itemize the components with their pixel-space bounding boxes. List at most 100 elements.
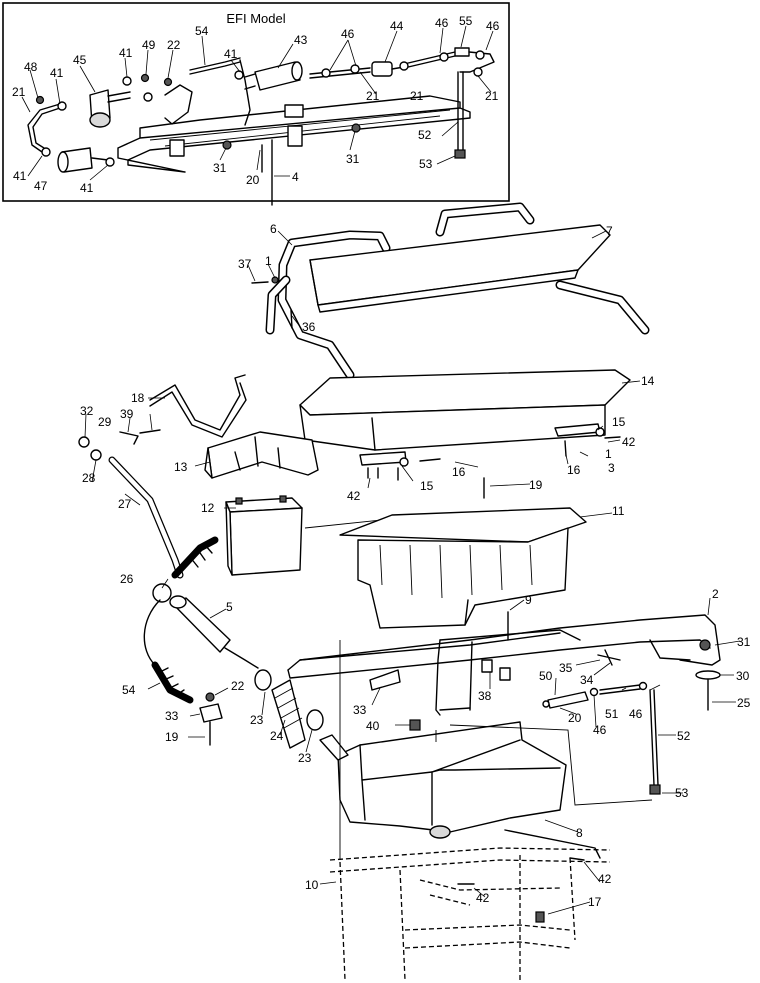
inset-hose-21-left [27, 103, 61, 153]
screws-42-left [367, 467, 399, 481]
label-41: 41 [119, 46, 133, 60]
mount-38 [481, 659, 493, 673]
fuel-tank-8 [319, 721, 567, 839]
mount-38b [499, 667, 511, 681]
label-3: 3 [608, 461, 615, 475]
bolt-37 [251, 281, 269, 284]
inset-leaders [21, 25, 494, 181]
label-17: 17 [588, 895, 602, 909]
hose-54-ribs [159, 667, 185, 695]
inset-bracket-plate-b [287, 125, 303, 147]
label-46: 46 [341, 27, 355, 41]
frame-rail-2 [287, 614, 721, 716]
line-51 [599, 684, 641, 695]
inset-cap-53 [454, 149, 466, 159]
label-4: 4 [292, 170, 299, 184]
inset-clamp-41a [41, 147, 51, 157]
inset-return-line-52 [457, 71, 464, 151]
label-18: 18 [131, 391, 145, 405]
label-31: 31 [737, 635, 751, 649]
screw-36 [290, 309, 293, 329]
label-20: 20 [568, 711, 582, 725]
inset-bolt-48 [35, 95, 45, 105]
label-22: 22 [167, 38, 181, 52]
inset-fuel-line-54b [189, 61, 241, 75]
label-7: 7 [606, 224, 613, 238]
pin-16-left [419, 458, 441, 462]
inset-bracket-plate-c [169, 139, 185, 157]
label-51: 51 [605, 707, 619, 721]
label-1: 1 [265, 254, 272, 268]
pin-16-right [564, 440, 567, 457]
label-44: 44 [390, 19, 404, 33]
hose-54 [151, 661, 194, 704]
inset-clamp-46a [321, 68, 331, 78]
line-52 [649, 689, 659, 786]
inset-frame [2, 2, 510, 202]
screw-39 [139, 429, 161, 434]
label-24: 24 [270, 729, 284, 743]
label-9: 9 [525, 593, 532, 607]
label-16: 16 [567, 463, 581, 477]
label-40: 40 [366, 719, 380, 733]
label-42: 42 [347, 489, 361, 503]
label-31: 31 [346, 152, 360, 166]
label-20: 20 [246, 173, 260, 187]
seat-cushion-14 [299, 369, 631, 451]
inset-clamp-46f [473, 67, 483, 77]
label-34: 34 [580, 673, 594, 687]
label-30: 30 [736, 669, 750, 683]
label-15: 15 [420, 479, 434, 493]
inset-clamp-46b [350, 64, 360, 74]
inset-frame-rail [117, 95, 471, 173]
bracket-33-center [369, 669, 401, 691]
label-54: 54 [122, 683, 136, 697]
label-8: 8 [576, 826, 583, 840]
label-11: 11 [612, 504, 625, 518]
label-41: 41 [224, 47, 238, 61]
inset-clamp-46e [475, 50, 485, 60]
label-21: 21 [366, 89, 380, 103]
nut-40 [409, 719, 421, 731]
clip-29 [119, 431, 139, 445]
inset-filter-44 [371, 61, 405, 77]
tank-routing-line [435, 724, 653, 806]
label-53: 53 [675, 786, 689, 800]
fuel-connector-50 [542, 691, 589, 709]
clamp-46b [638, 681, 648, 691]
label-33: 33 [353, 703, 367, 717]
inset-nut-31b [222, 140, 232, 150]
battery-tray-11 [339, 507, 587, 629]
label-16: 16 [452, 465, 466, 479]
label-42: 42 [598, 872, 612, 886]
label-38: 38 [478, 689, 492, 703]
main-leaders [84, 230, 741, 915]
label-19: 19 [165, 730, 179, 744]
label-12: 12 [201, 501, 215, 515]
inset-hose-21-left-b [32, 107, 61, 149]
label-32: 32 [80, 404, 94, 418]
label-50: 50 [539, 669, 553, 683]
label-46: 46 [593, 723, 607, 737]
washer-30 [695, 670, 721, 680]
vent-hose-ribs [189, 544, 213, 568]
cap-26 [152, 583, 172, 603]
label-43: 43 [294, 33, 308, 47]
label-13: 13 [174, 460, 188, 474]
screw-42-right [604, 436, 621, 439]
label-39: 39 [120, 407, 134, 421]
clip-35-34 [597, 649, 621, 666]
label-15: 15 [612, 415, 626, 429]
clamp-46a [589, 687, 599, 697]
hold-down-18 [149, 374, 247, 438]
label-54: 54 [195, 24, 209, 38]
label-21: 21 [410, 89, 424, 103]
inset-nut-31a [351, 123, 361, 133]
label-45: 45 [73, 53, 87, 67]
label-21: 21 [12, 85, 26, 99]
inset-clamp-41f [234, 70, 244, 80]
label-26: 26 [120, 572, 134, 586]
inset-hanger-strap [164, 84, 193, 125]
label-46: 46 [435, 16, 449, 30]
frame-10 [329, 829, 611, 981]
